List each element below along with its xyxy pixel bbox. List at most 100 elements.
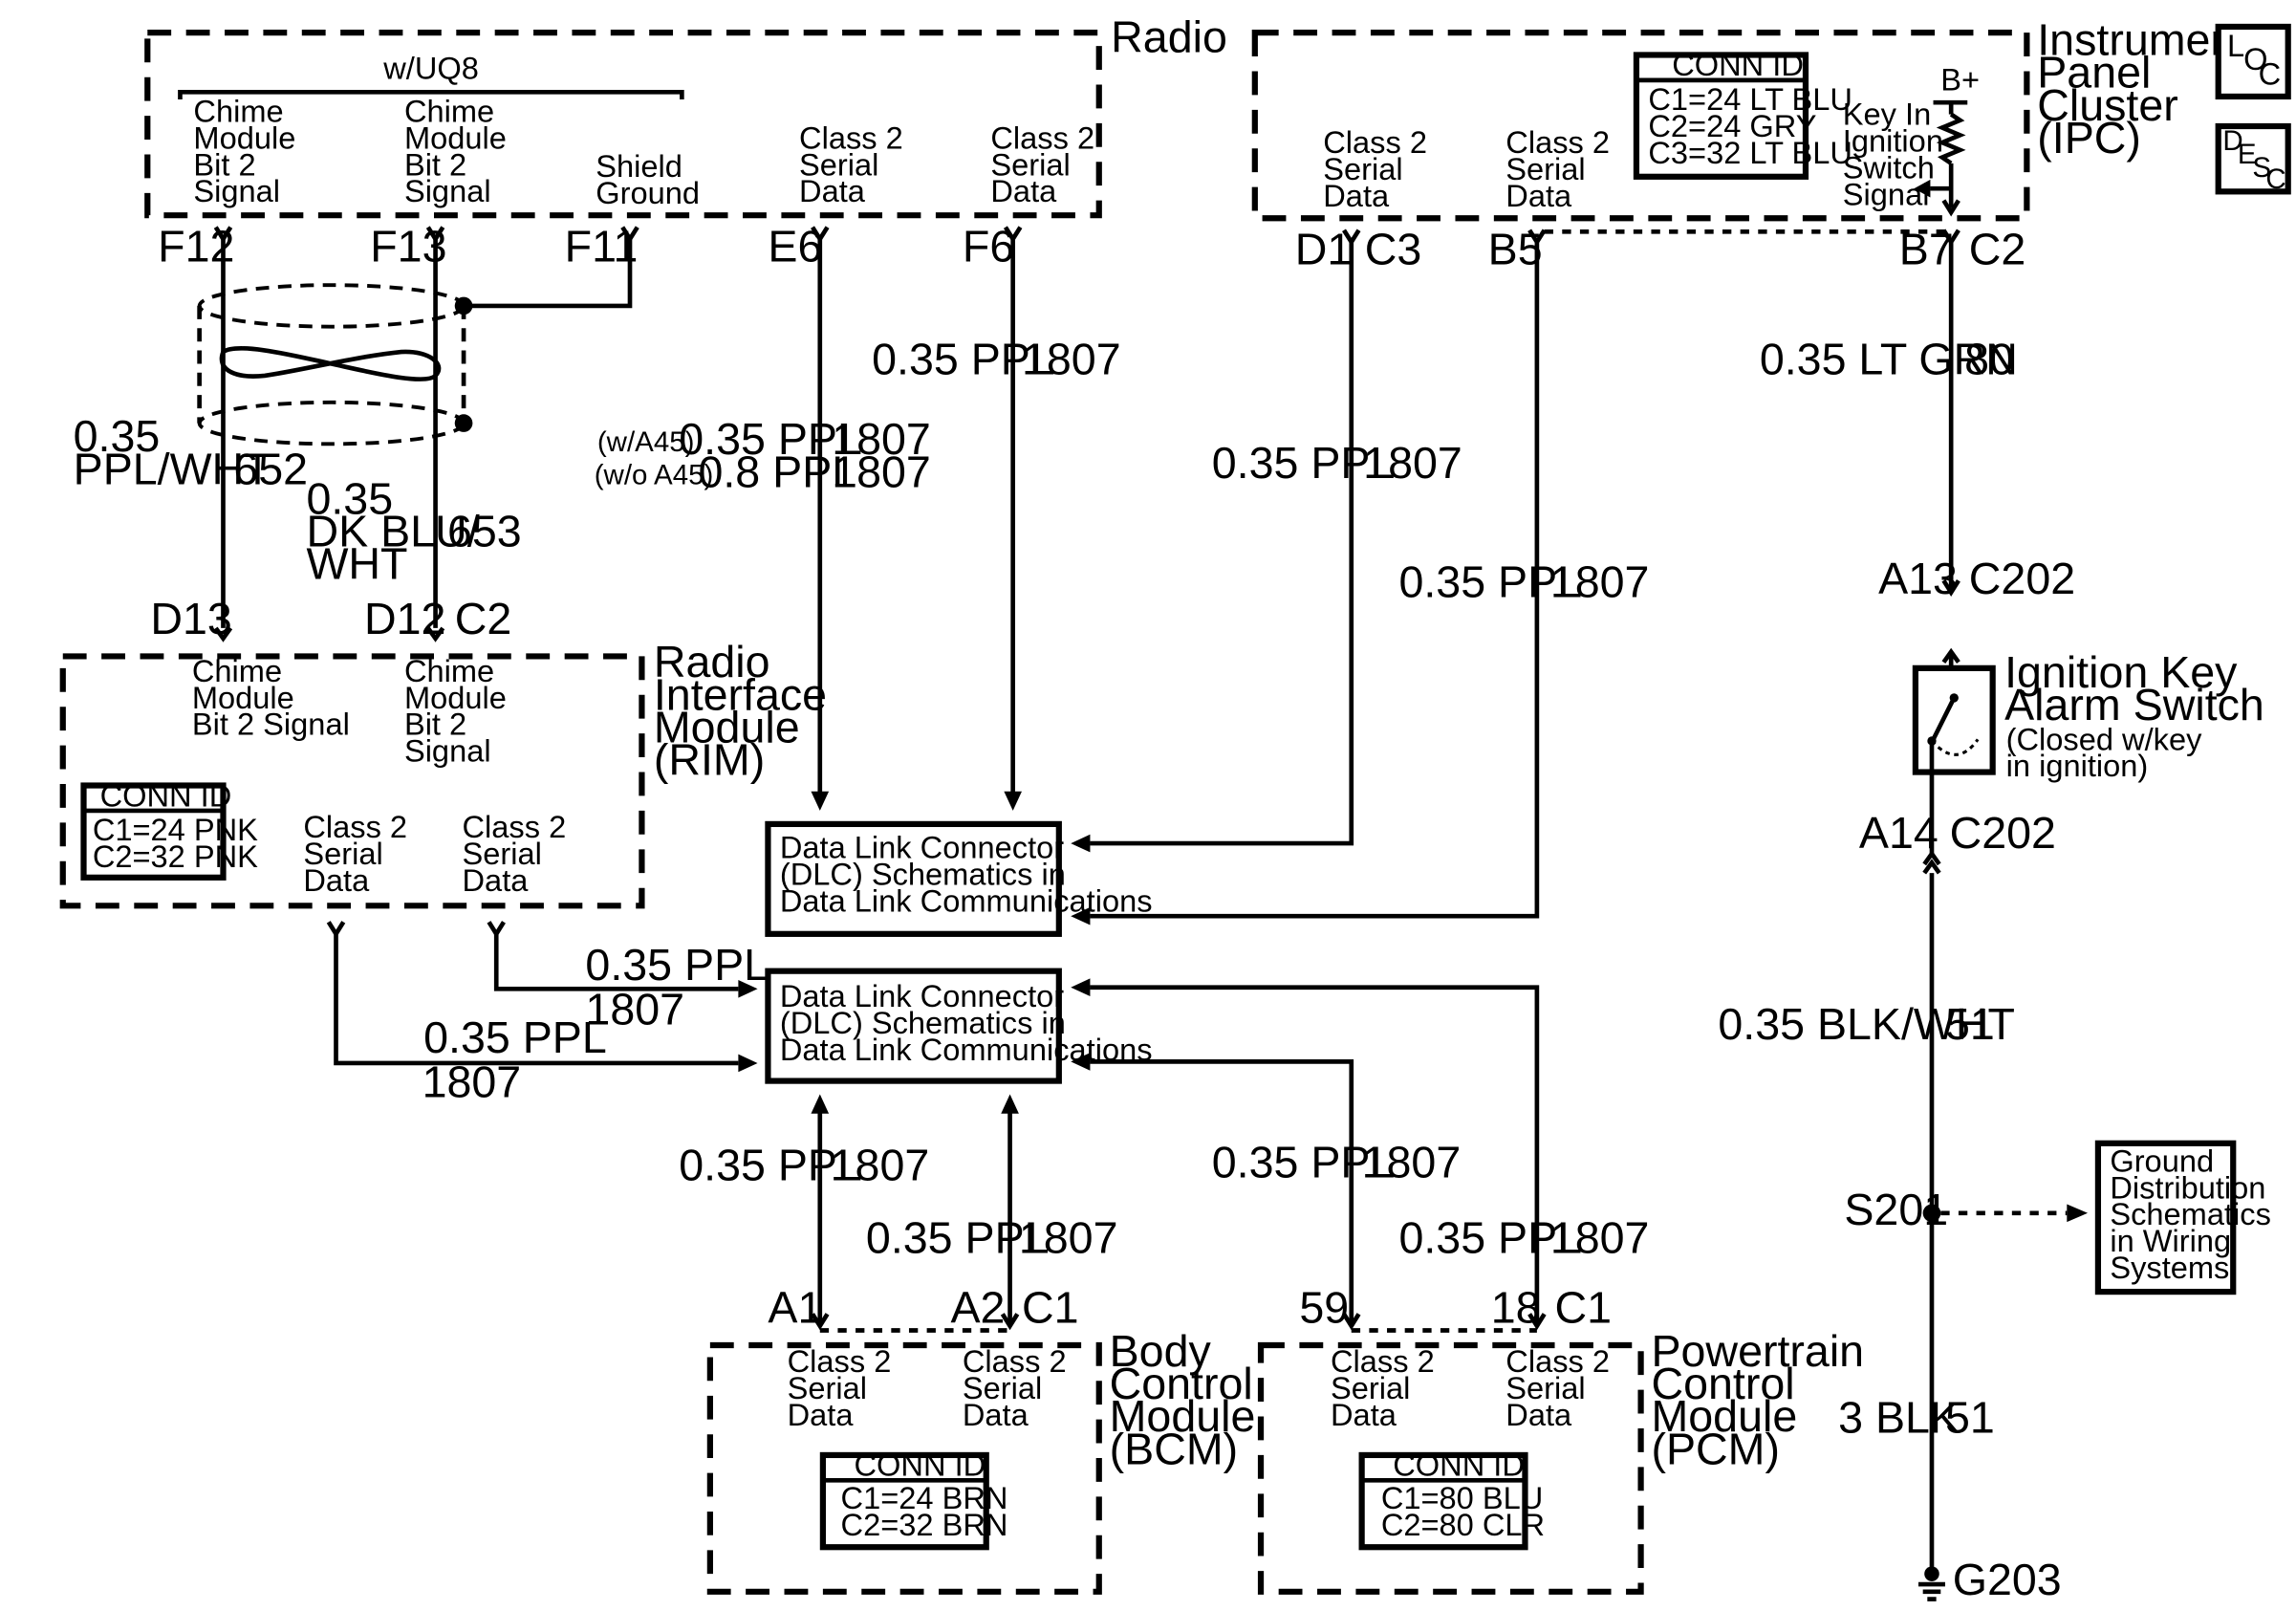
pin-rim-c2: C2 bbox=[455, 594, 512, 643]
wire-a1-gauge: 0.35 PPL bbox=[679, 1141, 862, 1190]
wires bbox=[197, 226, 2089, 1601]
rim-conn-title: CONN ID bbox=[100, 777, 232, 813]
pin-a13: A13 bbox=[1878, 554, 1958, 603]
radio-chime1-label: Chime Module Bit 2 Signal bbox=[193, 93, 304, 208]
ipc-serial-data-1-label: Class 2 Serial Data bbox=[1323, 124, 1436, 213]
pcm-title: Powertrain Control Module (PCM) bbox=[1651, 1326, 1876, 1473]
pin-a1: A1 bbox=[768, 1283, 822, 1333]
pin-d12: D12 bbox=[364, 594, 445, 643]
powertrain-control-module[interactable]: Powertrain Control Module (PCM) 59 18 C1… bbox=[1257, 1283, 1876, 1595]
wire-51-gauge-2: 3 BLK bbox=[1838, 1393, 1960, 1443]
wire-51-gauge-1: 0.35 BLK/WHT bbox=[1718, 999, 2015, 1049]
wire-labels: (w/A45) 0.35 PPL 1807 (w/o A45) 0.8 PPL … bbox=[74, 334, 2018, 1442]
radio-interface-module[interactable]: Radio Interface Module (RIM) D13 D12 C2 … bbox=[59, 594, 839, 909]
dlc-box-1[interactable]: Data Link Connector (DLC) Schematics in … bbox=[765, 820, 1153, 937]
dlc-box-2[interactable]: Data Link Connector (DLC) Schematics in … bbox=[765, 968, 1153, 1084]
pin-bcm-c1: C1 bbox=[1022, 1283, 1079, 1333]
bcm-box bbox=[706, 1341, 1102, 1595]
wire-d1-circuit: 1807 bbox=[1363, 438, 1462, 488]
pcm-conn-id-box bbox=[1358, 1451, 1528, 1551]
wire-51-circuit-2: 51 bbox=[1945, 1393, 1995, 1443]
pin-pcm-c1: C1 bbox=[1555, 1283, 1613, 1333]
wire-b5-circuit: 1807 bbox=[1550, 556, 1650, 606]
radio-serial-data-2-label: Class 2 Serial Data bbox=[990, 120, 1103, 208]
wire-rim-1-circuit: 1807 bbox=[585, 985, 684, 1034]
pin-d1: D1 bbox=[1295, 224, 1353, 273]
wire-rim-1-gauge: 0.35 PPL bbox=[585, 940, 769, 990]
rim-chime1-label: Chime Module Bit 2 Signal bbox=[192, 653, 350, 742]
wire-a2-gauge: 0.35 PPL bbox=[866, 1213, 1050, 1263]
body-control-module[interactable]: Body Control Module (BCM) A1 A2 C1 Class… bbox=[706, 1283, 1268, 1595]
wire-18-gauge: 0.35 PPL bbox=[1398, 1213, 1582, 1263]
pin-f11: F11 bbox=[565, 221, 639, 271]
svg-text:D: D bbox=[2222, 125, 2242, 157]
bcm-conn-id-box bbox=[819, 1451, 989, 1551]
ipc-conn-lines: C1=24 LT BLU C2=24 GRY C3=32 LT BLU bbox=[1648, 81, 1861, 170]
pin-59: 59 bbox=[1299, 1283, 1349, 1333]
wire-e6-gauge-a45: 0.35 PPL bbox=[679, 414, 862, 464]
pin-c3: C3 bbox=[1365, 224, 1422, 273]
radio-module[interactable]: Radio w/UQ8 Chime Module Bit 2 Signal Ch… bbox=[144, 11, 1227, 271]
wire-a2-circuit: 1807 bbox=[1019, 1213, 1118, 1263]
pin-c2: C2 bbox=[1969, 224, 2026, 273]
bcm-conn-lines: C1=24 BRN C2=32 BRN bbox=[841, 1480, 1017, 1542]
wire-b7-circuit: 80 bbox=[1964, 334, 2014, 383]
pin-18: 18 bbox=[1491, 1283, 1541, 1333]
pullup-resistor-icon bbox=[1914, 99, 1968, 217]
radio-title: Radio bbox=[1111, 11, 1227, 61]
location-icon[interactable]: L O C bbox=[2215, 23, 2291, 100]
instrument-panel-cluster[interactable]: Instrument Panel Cluster (IPC) CONN ID C… bbox=[1251, 14, 2260, 273]
pin-a2: A2 bbox=[950, 1283, 1005, 1333]
dlc-1-text: Data Link Connector (DLC) Schematics in … bbox=[780, 830, 1153, 919]
rim-serial-data-1-label: Class 2 Serial Data bbox=[303, 809, 416, 898]
ipc-box bbox=[1251, 30, 2030, 222]
svg-text:S: S bbox=[2252, 152, 2271, 184]
ground-g203-label: G203 bbox=[1953, 1555, 2062, 1604]
wire-18-circuit: 1807 bbox=[1550, 1213, 1650, 1263]
svg-text:L: L bbox=[2227, 28, 2244, 63]
wire-653-gauge-2: DK BLU/ bbox=[306, 507, 479, 556]
bcm-serial-data-1-label: Class 2 Serial Data bbox=[788, 1343, 900, 1432]
svg-text:O: O bbox=[2243, 41, 2267, 76]
bcm-title: Body Control Module (BCM) bbox=[1110, 1326, 1268, 1473]
ignition-key-switch-icon[interactable] bbox=[1912, 664, 1996, 775]
wire-59-circuit: 1807 bbox=[1362, 1138, 1462, 1187]
pin-d13: D13 bbox=[150, 594, 231, 643]
ground-distribution-box[interactable]: Ground Distribution Schematics in Wiring… bbox=[2094, 1140, 2280, 1295]
dlc-2-text: Data Link Connector (DLC) Schematics in … bbox=[780, 978, 1153, 1067]
wire-652-gauge-2: PPL/WHT bbox=[74, 444, 271, 493]
ground-distribution-text: Ground Distribution Schematics in Wiring… bbox=[2110, 1143, 2280, 1285]
wire-59-gauge: 0.35 PPL bbox=[1212, 1138, 1396, 1187]
radio-box bbox=[144, 30, 1102, 219]
pin-a14: A14 bbox=[1859, 808, 1939, 858]
wire-d1-gauge: 0.35 PPL bbox=[1212, 438, 1396, 488]
connector-c202-top: C202 bbox=[1969, 554, 2075, 603]
rim-chime2-label: Chime Module Bit 2 Signal bbox=[404, 653, 515, 769]
pcm-serial-data-2-label: Class 2 Serial Data bbox=[1505, 1343, 1618, 1432]
ipc-serial-data-2-label: Class 2 Serial Data bbox=[1505, 124, 1618, 213]
bplus-label: B+ bbox=[1940, 62, 1980, 98]
pcm-conn-title: CONN ID bbox=[1393, 1448, 1525, 1483]
ipc-title: Instrument Panel Cluster (IPC) bbox=[2037, 14, 2260, 162]
splice-s201-dot bbox=[1922, 1204, 1941, 1223]
radio-chime2-label: Chime Module Bit 2 Signal bbox=[404, 93, 515, 208]
wire-653-gauge-3: WHT bbox=[306, 539, 407, 589]
option-bracket bbox=[178, 89, 684, 100]
ground-g203-icon bbox=[1918, 1566, 1945, 1601]
ignition-switch-note: (Closed w/key in ignition) bbox=[2006, 721, 2211, 783]
svg-text:C: C bbox=[2259, 56, 2282, 92]
connector-c202-bottom: C202 bbox=[1950, 808, 2056, 858]
rim-title: Radio Interface Module (RIM) bbox=[654, 637, 839, 784]
wire-e6-opt-a45: (w/A45) bbox=[597, 426, 695, 458]
twisted-pair-shield-icon bbox=[197, 283, 473, 446]
option-label: w/UQ8 bbox=[382, 50, 479, 85]
svg-text:C: C bbox=[2265, 163, 2285, 195]
wire-e6-gauge-wo-a45: 0.8 PPL bbox=[698, 446, 856, 496]
description-icon[interactable]: D E S C bbox=[2215, 122, 2291, 195]
wire-b5-gauge: 0.35 PPL bbox=[1398, 556, 1582, 606]
rim-conn-lines: C1=24 PNK C2=32 PNK bbox=[93, 812, 267, 874]
rim-conn-id-box bbox=[80, 782, 227, 881]
wire-652-gauge-1: 0.35 bbox=[74, 411, 161, 461]
wire-a1-circuit: 1807 bbox=[831, 1141, 930, 1190]
